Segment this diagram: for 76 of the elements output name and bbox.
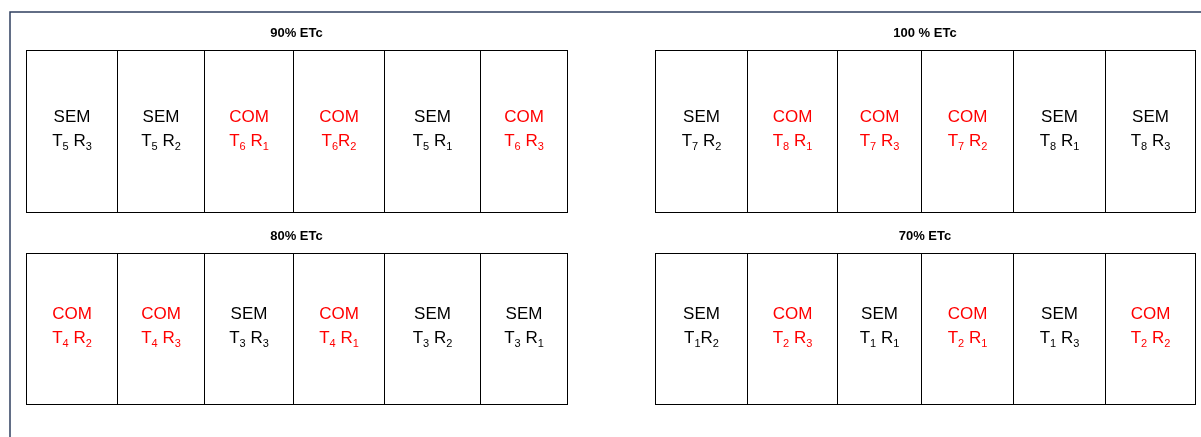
group-title: 80% ETc (269, 228, 324, 243)
treatment-label: COM (772, 105, 813, 128)
treatment-label: SEM (1041, 105, 1078, 128)
plot-cell (747, 50, 838, 213)
plot-cell (921, 253, 1014, 405)
plot-cell (921, 50, 1014, 213)
treatment-label: COM (859, 105, 900, 128)
plot-code: T$_{7}$ R$_{2}$ (681, 129, 722, 155)
treatment-label: SEM (683, 105, 720, 128)
treatment-label: SEM (230, 303, 268, 326)
plot-cell (747, 253, 838, 405)
plot-code: T$_{1}$ R$_{1}$ (859, 327, 900, 352)
treatment-label: SEM (683, 303, 720, 326)
plot-code: T$_{3}$ R$_{2}$ (412, 327, 453, 352)
plot-code: T$_{2}$ R$_{2}$ (1130, 327, 1171, 352)
treatment-label: COM (504, 105, 544, 128)
treatment-label: COM (772, 303, 813, 326)
plot-cell (117, 50, 205, 213)
plot-code: T$_{1}$R$_{2}$ (684, 327, 719, 352)
treatment-label: SEM (414, 303, 451, 326)
plot-cell (384, 253, 481, 405)
treatment-label: COM (947, 303, 988, 326)
plot-cell (655, 50, 748, 213)
plot-cell (1105, 50, 1196, 213)
treatment-label: SEM (1041, 303, 1078, 326)
plot-cell (480, 50, 568, 213)
plot-cell (837, 50, 922, 213)
plot-cell (204, 50, 294, 213)
group-title: 100 % ETc (892, 25, 958, 40)
treatment-label: COM (229, 105, 269, 128)
plot-cell (1013, 253, 1106, 405)
plot-code: T$_{5}$ R$_{3}$ (52, 129, 92, 155)
group-title: 70% ETc (897, 228, 953, 243)
plot-cell (1013, 50, 1106, 213)
treatment-label: COM (52, 303, 92, 326)
plot-cell (293, 253, 385, 405)
plot-code: T$_{1}$ R$_{3}$ (1039, 327, 1080, 352)
treatment-label: SEM (1132, 105, 1169, 128)
plot-code: T$_{3}$ R$_{1}$ (504, 327, 544, 352)
plot-code: T$_{8}$ R$_{3}$ (1130, 129, 1171, 155)
treatment-label: SEM (861, 303, 898, 326)
treatment-label: COM (947, 105, 988, 128)
treatment-label: SEM (53, 105, 91, 128)
plot-code: T$_{3}$ R$_{3}$ (229, 327, 269, 352)
plot-code: T$_{4}$ R$_{2}$ (52, 327, 92, 352)
plot-cell (117, 253, 205, 405)
plot-code: T$_{8}$ R$_{1}$ (1039, 129, 1080, 155)
plot-cell (26, 253, 118, 405)
plot-code: T$_{5}$ R$_{2}$ (141, 129, 181, 155)
plot-code: T$_{6}$R$_{2}$ (321, 129, 357, 155)
plot-cell (293, 50, 385, 213)
treatment-label: COM (319, 105, 359, 128)
plot-code: T$_{6}$ R$_{3}$ (504, 129, 544, 155)
plot-code: T$_{2}$ R$_{3}$ (772, 327, 813, 352)
plot-cell (26, 50, 118, 213)
plot-cell (655, 253, 748, 405)
group-title: 90% ETc (269, 25, 324, 40)
treatment-label: SEM (142, 105, 180, 128)
treatment-label: COM (141, 303, 181, 326)
plot-code: T$_{7}$ R$_{3}$ (859, 129, 900, 155)
plot-code: T$_{8}$ R$_{1}$ (772, 129, 813, 155)
plot-code: T$_{6}$ R$_{1}$ (229, 129, 269, 155)
plot-code: T$_{4}$ R$_{1}$ (319, 327, 359, 352)
treatment-label: COM (319, 303, 359, 326)
plot-cell (384, 50, 481, 213)
treatment-label: SEM (414, 105, 451, 128)
plot-cell (204, 253, 294, 405)
plot-cell (837, 253, 922, 405)
treatment-label: COM (1130, 303, 1171, 326)
plot-cell (1105, 253, 1196, 405)
treatment-label: SEM (505, 303, 543, 326)
plot-code: T$_{5}$ R$_{1}$ (412, 129, 453, 155)
plot-code: T$_{2}$ R$_{1}$ (947, 327, 988, 352)
plot-code: T$_{4}$ R$_{3}$ (141, 327, 181, 352)
plot-cell (480, 253, 568, 405)
plot-code: T$_{7}$ R$_{2}$ (947, 129, 988, 155)
